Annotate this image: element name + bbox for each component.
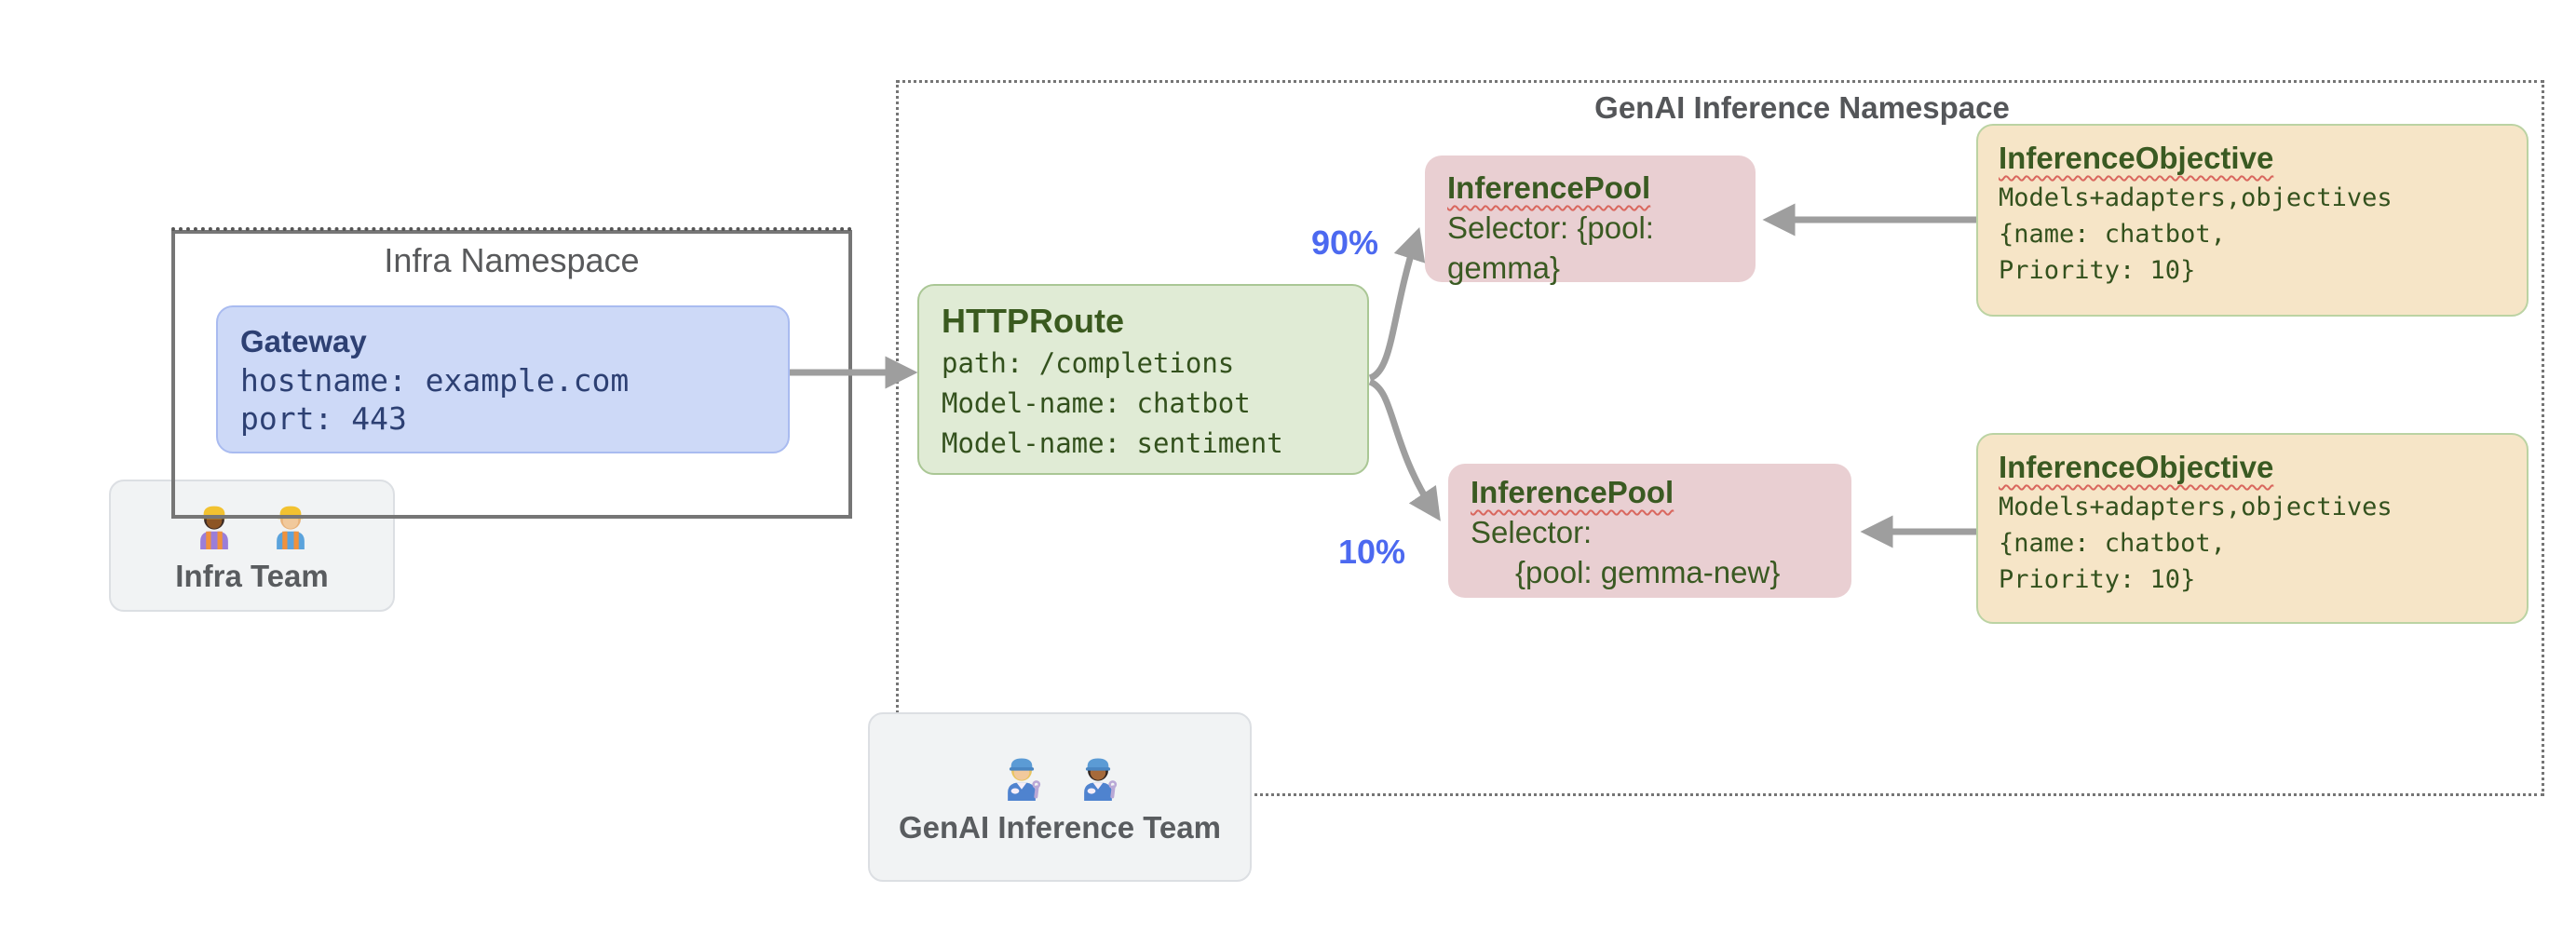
infra-namespace-box: Infra Namespace (171, 227, 852, 519)
inference-objective-bottom-line-3: Priority: 10} (1999, 565, 2196, 594)
inference-objective-top-line-2: {name: chatbot, (1999, 220, 2226, 249)
inference-objective-bottom-line-1: Models+adapters,objectives (1999, 493, 2393, 521)
inference-objective-bottom-box: InferenceObjective Models+adapters,objec… (1976, 433, 2529, 624)
gateway-hostname: hostname: example.com (240, 362, 630, 399)
inference-pool-top-title: InferencePool (1447, 170, 1651, 205)
httproute-title: HTTPRoute (942, 302, 1124, 340)
genai-team-box: GenAI Inference Team (868, 712, 1252, 882)
genai-namespace-box: GenAI Inference Namespace (896, 80, 2544, 796)
gateway-box: Gateway hostname: example.com port: 443 (216, 305, 790, 453)
genai-team-label: GenAI Inference Team (898, 810, 1221, 845)
genai-team-icons (996, 749, 1124, 805)
inference-pool-top-selector: Selector: {pool: gemma} (1447, 210, 1654, 285)
inference-pool-bottom-title: InferencePool (1471, 475, 1674, 509)
woman-mechanic-icon (996, 749, 1048, 805)
infra-team-label: Infra Team (175, 559, 329, 594)
inference-objective-top-line-3: Priority: 10} (1999, 256, 2196, 285)
man-construction-worker-icon (264, 497, 317, 554)
inference-pool-top-box: InferencePool Selector: {pool: gemma} (1425, 156, 1756, 285)
inference-pool-bottom-selector-value: {pool: gemma-new} (1515, 555, 1781, 589)
gateway-port: port: 443 (240, 400, 407, 437)
httproute-model-2: Model-name: sentiment (942, 427, 1283, 459)
inference-objective-top-box: InferenceObjective Models+adapters,objec… (1976, 124, 2529, 317)
weight-label-90: 90% (1311, 223, 1379, 262)
inference-objective-bottom-title: InferenceObjective (1999, 450, 2274, 484)
httproute-model-1: Model-name: chatbot (942, 387, 1251, 419)
httproute-path: path: /completions (942, 347, 1235, 379)
gateway-title: Gateway (240, 324, 367, 358)
genai-namespace-title: GenAI Inference Namespace (1594, 90, 2010, 125)
weight-label-10: 10% (1338, 533, 1406, 571)
inference-objective-top-line-1: Models+adapters,objectives (1999, 183, 2393, 212)
infra-team-box: Infra Team (109, 480, 395, 612)
inference-objective-top-title: InferenceObjective (1999, 141, 2274, 175)
infra-team-icons (188, 497, 317, 554)
inference-pool-bottom-box: InferencePool Selector: {pool: gemma-new… (1448, 464, 1851, 598)
inference-objective-bottom-line-2: {name: chatbot, (1999, 529, 2226, 558)
man-mechanic-icon (1072, 749, 1124, 805)
inference-pool-bottom-selector: Selector: (1471, 515, 1593, 549)
httproute-box: HTTPRoute path: /completions Model-name:… (917, 284, 1369, 475)
infra-namespace-title: Infra Namespace (384, 241, 640, 279)
